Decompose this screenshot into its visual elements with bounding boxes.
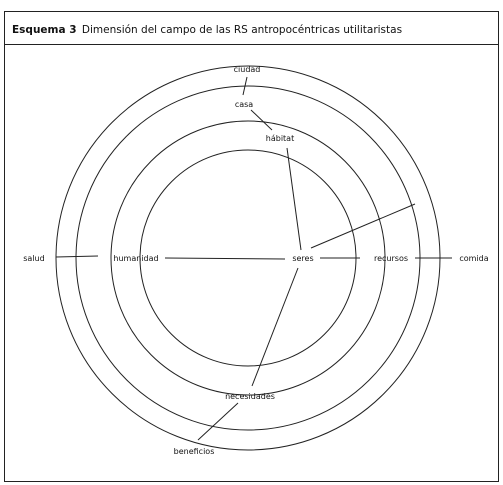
- label-comida: comida: [459, 254, 488, 263]
- label-recursos: recursos: [374, 254, 408, 263]
- label-beneficios: beneficios: [174, 447, 215, 456]
- line-humanidad-seres: [164, 257, 286, 260]
- line-seres-ring: [310, 203, 416, 249]
- label-humanidad: humanidad: [113, 254, 158, 263]
- label-casa: casa: [235, 100, 253, 109]
- line-necesidades-beneficios: [197, 402, 239, 441]
- label-salud: salud: [23, 254, 44, 263]
- figure-header: Esquema 3 Dimensión del campo de las RS …: [5, 12, 498, 45]
- line-ciudad-casa: [242, 76, 248, 96]
- figure-title: Esquema 3 Dimensión del campo de las RS …: [12, 24, 402, 36]
- line-habitat-seres: [286, 147, 302, 251]
- label-habitat: hábitat: [266, 134, 294, 143]
- line-seres-necesidades: [251, 267, 299, 387]
- ring-third: [110, 120, 386, 396]
- label-ciudad: ciudad: [234, 65, 261, 74]
- line-casa-habitat: [250, 109, 273, 131]
- label-necesidades: necesidades: [225, 392, 275, 401]
- figure-frame: Esquema 3 Dimensión del campo de las RS …: [4, 11, 499, 482]
- figure-number: Esquema 3: [12, 24, 77, 36]
- figure-caption: Dimensión del campo de las RS antropocén…: [81, 24, 403, 36]
- line-salud-ring: [55, 255, 99, 258]
- label-seres: seres: [292, 254, 313, 263]
